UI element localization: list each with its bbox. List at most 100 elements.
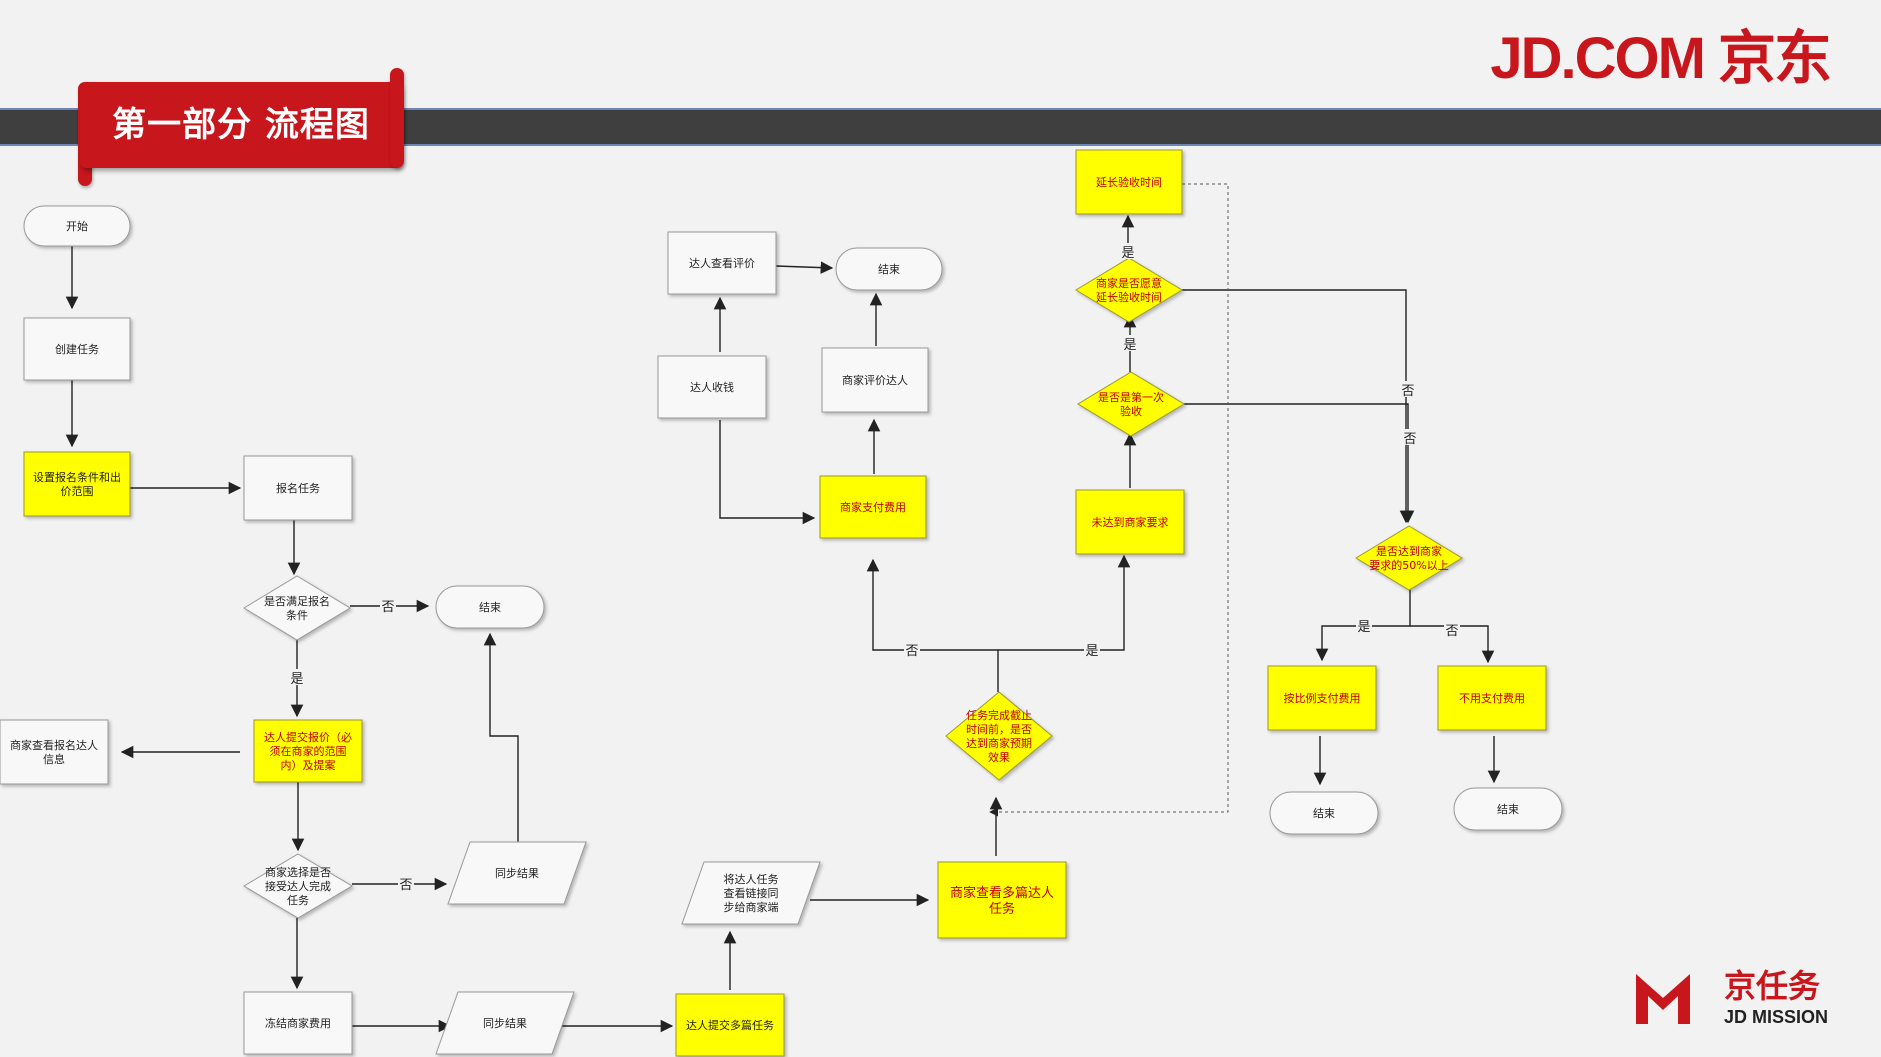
node-label-line: 延长验收时间	[1096, 175, 1162, 189]
banner-scroll-right	[390, 68, 404, 168]
edge-label-bg	[1120, 243, 1136, 259]
node-merchant-pay: 商家支付费用	[819, 475, 927, 539]
jd-mission-cn: 京任务	[1724, 967, 1821, 1005]
process-shape	[253, 719, 363, 783]
connector-pay-receive	[719, 420, 816, 525]
edge-label-bg	[1084, 641, 1100, 657]
node-label: 商家查看多篇达人任务	[950, 885, 1054, 917]
node-label-line: 结束	[1497, 803, 1519, 816]
node-label: 商家评价达人	[842, 373, 908, 387]
node-label-line: 达人收钱	[690, 380, 734, 394]
edge-label-bg	[289, 669, 305, 685]
node-label: 商家选择是否接受达人完成任务	[265, 865, 331, 907]
node-label-line: 价范围	[61, 484, 94, 498]
node-label: 商家查看报名达人信息	[10, 738, 98, 766]
node-freeze-fee: 冻结商家费用	[243, 991, 353, 1055]
connector-rating-end2	[775, 261, 834, 274]
page-title: 第一部分 流程图	[112, 105, 370, 145]
process-shape	[0, 719, 109, 785]
node-label-line: 是否是第一次	[1098, 390, 1164, 404]
node-label-line: 达人查看评价	[689, 256, 755, 270]
node-set-conditions: 设置报名条件和出价范围	[23, 451, 131, 517]
node-label-line: 未达到商家要求	[1092, 515, 1169, 529]
jd-mission-m-icon	[1636, 974, 1690, 1024]
node-label-line: 须在商家的范围	[270, 744, 347, 758]
process-shape	[819, 475, 927, 539]
edge-label-bg	[1444, 621, 1460, 637]
node-label-line: 商家查看多篇达人	[950, 885, 1054, 901]
data-shape	[681, 861, 821, 925]
node-kol-receive: 达人收钱	[657, 355, 767, 419]
process-shape	[821, 347, 929, 413]
node-submit-quote: 达人提交报价（必须在商家的范围内）及提案	[253, 719, 363, 783]
edge-label-bg	[904, 641, 920, 657]
node-label-line: 报名任务	[276, 481, 320, 495]
node-label: 设置报名条件和出价范围	[33, 470, 121, 498]
node-label-line: 是否满足报名	[264, 594, 330, 608]
node-no-pay: 不用支付费用	[1437, 665, 1547, 731]
node-label-line: 条件	[286, 608, 308, 622]
node-label-line: 按比例支付费用	[1284, 691, 1361, 705]
node-merchant-accept: 商家选择是否接受达人完成任务	[243, 853, 353, 919]
node-label: 结束	[479, 601, 501, 614]
jd-logo: JD.COM 京东	[1490, 26, 1832, 91]
node-label-line: 任务完成截止	[966, 708, 1032, 722]
terminal-shape	[1269, 791, 1379, 835]
jd-mission-en: JD MISSION	[1724, 1007, 1829, 1027]
process-shape	[1075, 489, 1185, 555]
node-extend-time: 延长验收时间	[1075, 149, 1183, 215]
node-label-line: 要求的50%以上	[1369, 558, 1448, 572]
node-label-line: 达到商家预期	[966, 736, 1032, 750]
node-end-4: 结束	[1453, 787, 1563, 831]
node-label: 结束	[878, 263, 900, 276]
decision-shape	[945, 691, 1053, 781]
node-label-line: 商家支付费用	[840, 500, 906, 514]
node-label: 创建任务	[55, 342, 99, 356]
node-submit-articles: 达人提交多篇任务	[675, 993, 785, 1057]
node-label-line: 信息	[43, 752, 65, 766]
node-label: 冻结商家费用	[265, 1016, 331, 1030]
edge-label-meet-no: 否	[381, 600, 394, 615]
node-start: 开始	[23, 205, 131, 247]
node-willing-extend: 商家是否愿意延长验收时间	[1075, 257, 1183, 323]
node-pay-proportion: 按比例支付费用	[1267, 665, 1377, 731]
node-label-line: 是否达到商家	[1376, 544, 1442, 558]
node-label: 是否满足报名条件	[264, 594, 330, 622]
process-shape	[23, 451, 131, 517]
node-label-line: 同步结果	[483, 1017, 527, 1030]
process-shape	[937, 861, 1067, 939]
node-merchant-view-articles: 商家查看多篇达人任务	[937, 861, 1067, 939]
process-shape	[667, 231, 777, 295]
node-not-meet-req: 未达到商家要求	[1075, 489, 1185, 555]
node-label: 延长验收时间	[1096, 175, 1162, 189]
node-label: 未达到商家要求	[1092, 515, 1169, 529]
node-end-3: 结束	[1269, 791, 1379, 835]
node-label: 达人提交报价（必须在商家的范围内）及提案	[264, 730, 352, 772]
terminal-shape	[1453, 787, 1563, 831]
node-sync-links: 将达人任务查看链接同步给商家端	[681, 861, 821, 925]
node-label: 任务完成截止时间前，是否达到商家预期效果	[966, 708, 1032, 764]
decision-shape	[1075, 257, 1183, 323]
edge-label-bg	[380, 597, 396, 613]
node-label: 商家支付费用	[840, 500, 906, 514]
node-label: 达人查看评价	[689, 256, 755, 270]
connector-time-back	[989, 183, 1229, 817]
edge-label-bg	[1356, 617, 1372, 633]
node-label: 达人收钱	[690, 380, 734, 394]
node-first-acceptance: 是否是第一次验收	[1077, 371, 1185, 437]
edge-label-expect-no: 否	[905, 644, 918, 659]
node-label-line: 不用支付费用	[1459, 692, 1525, 705]
connector-50-no	[1410, 625, 1495, 664]
edge-label-extend-no: 否	[1401, 384, 1414, 399]
node-label-line: 时间前，是否	[966, 722, 1032, 736]
connector-first-no	[1184, 403, 1415, 524]
node-label-line: 内）及提案	[281, 758, 336, 772]
process-shape	[675, 993, 785, 1057]
connector-expect-notmeet	[998, 554, 1131, 651]
node-label: 结束	[1497, 803, 1519, 816]
edge-label-extend-yes: 是	[1121, 246, 1134, 261]
node-label-line: 商家是否愿意	[1096, 276, 1162, 290]
decision-shape	[243, 853, 353, 919]
connector-expect-pay	[866, 558, 999, 692]
